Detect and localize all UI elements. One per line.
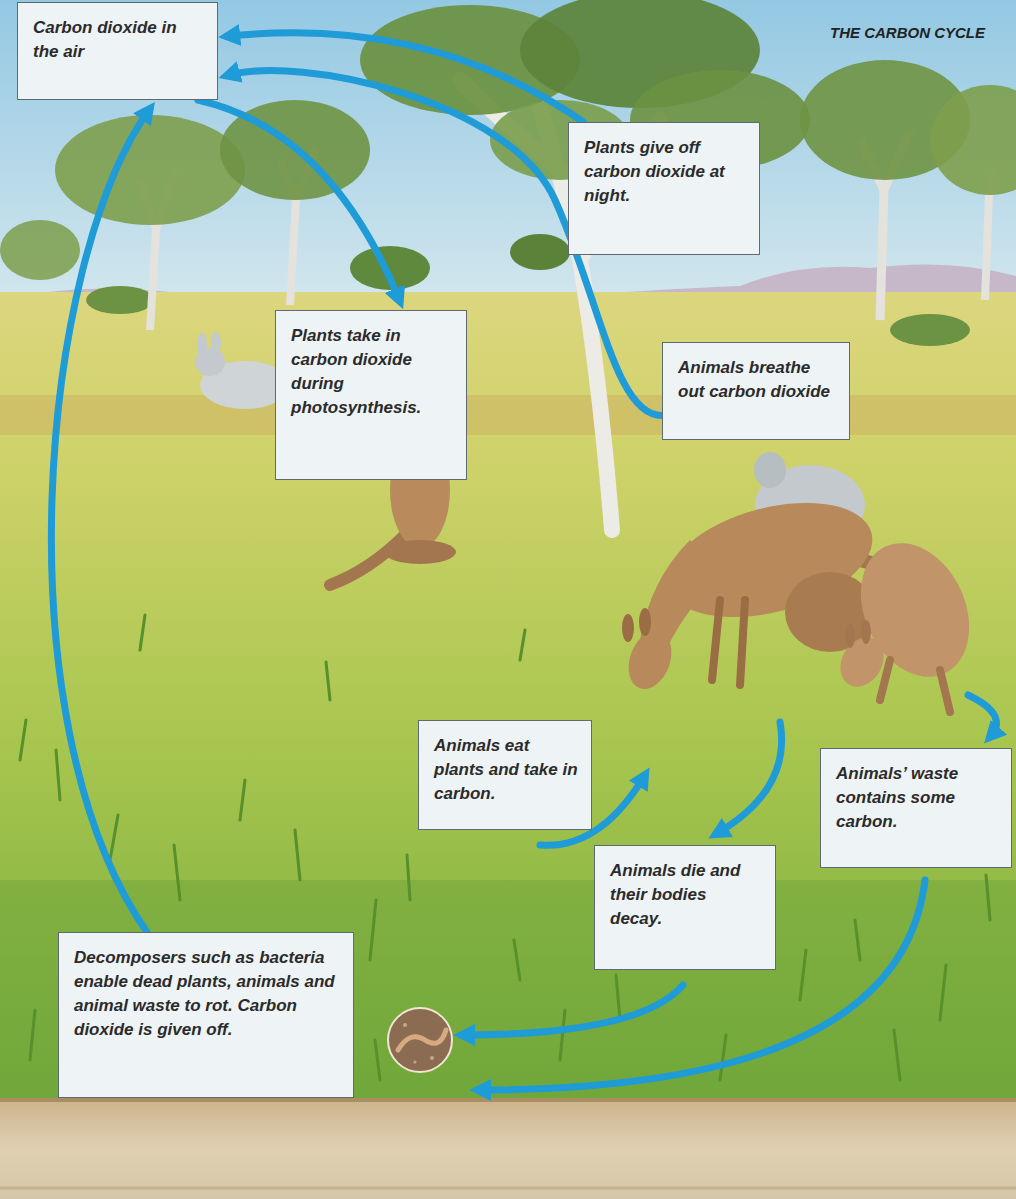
sky	[0, 0, 1016, 330]
gum-trees-ellipse	[220, 100, 370, 200]
bushes	[86, 234, 970, 346]
soil-closeup-circle	[430, 1056, 434, 1060]
box-text: Animals eat plants and take in carbon.	[434, 734, 579, 806]
box-text: Plants take in carbon dioxide during pho…	[291, 324, 454, 420]
diagram-title: THE CARBON CYCLE	[830, 24, 985, 42]
kangaroos-ellipse	[861, 620, 871, 644]
text-box: Carbon dioxide in the air	[17, 2, 218, 100]
kangaroos-ellipse	[639, 608, 651, 636]
cycle-arrow-path	[462, 985, 683, 1035]
text-box: Plants take in carbon dioxide during pho…	[275, 310, 467, 480]
soil-layer-rect	[0, 1100, 1016, 1199]
cycle-arrow	[51, 109, 149, 932]
bushes-ellipse	[350, 246, 430, 290]
soil-layer	[0, 1100, 1016, 1199]
text-box: Plants give off carbon dioxide at night.	[568, 122, 760, 255]
soil-closeup-path	[398, 1030, 446, 1050]
bushes-ellipse	[510, 234, 570, 270]
text-box: Animals’ waste contains some carbon.	[820, 748, 1012, 868]
text-box: Animals eat plants and take in carbon.	[418, 720, 592, 830]
text-box: Decomposers such as bacteria enable dead…	[58, 932, 354, 1098]
kangaroos-ellipse	[845, 624, 855, 648]
gum-trees	[0, 0, 1016, 530]
text-box: Animals breathe out carbon dioxide	[662, 342, 850, 440]
cycle-arrow	[227, 33, 583, 122]
soil-closeup-circle	[414, 1061, 417, 1064]
grass-field-rect	[0, 395, 1016, 435]
box-text: Animals’ waste contains some carbon.	[836, 762, 999, 834]
sky-rect	[0, 0, 1016, 330]
cycle-arrow-path	[968, 695, 996, 737]
cycle-arrow	[198, 100, 400, 301]
kangaroos-path	[880, 660, 950, 712]
grass-field-rect	[0, 880, 1016, 1105]
gum-trees-ellipse	[0, 220, 80, 280]
kangaroos-ellipse	[754, 452, 786, 488]
kangaroos-ellipse	[384, 540, 456, 564]
gum-trees-ellipse	[930, 85, 1016, 195]
box-text: Animals die and their bodies decay.	[610, 859, 763, 931]
box-text: Decomposers such as bacteria enable dead…	[74, 946, 341, 1042]
kangaroos-ellipse	[197, 333, 207, 355]
kangaroos-ellipse	[622, 614, 634, 642]
gum-trees-ellipse	[55, 115, 245, 225]
grass-field	[0, 292, 1016, 1112]
soil-closeup-circle	[403, 1023, 407, 1027]
soil-layer-line	[0, 1187, 1016, 1190]
kangaroos-path	[712, 600, 745, 685]
soil-closeup-circle	[388, 1008, 452, 1072]
soil-closeup	[388, 1008, 452, 1072]
box-text: Carbon dioxide in the air	[33, 16, 205, 64]
kangaroos-ellipse	[211, 332, 221, 354]
box-text: Plants give off carbon dioxide at night.	[584, 136, 747, 208]
bushes-ellipse	[890, 314, 970, 346]
soil-layer-line	[0, 1098, 1016, 1102]
bushes-ellipse	[86, 286, 154, 314]
box-text: Animals breathe out carbon dioxide	[678, 356, 837, 404]
cycle-arrow-path	[716, 722, 782, 834]
text-box: Animals die and their bodies decay.	[594, 845, 776, 970]
grass-field-rect	[0, 292, 1016, 1112]
